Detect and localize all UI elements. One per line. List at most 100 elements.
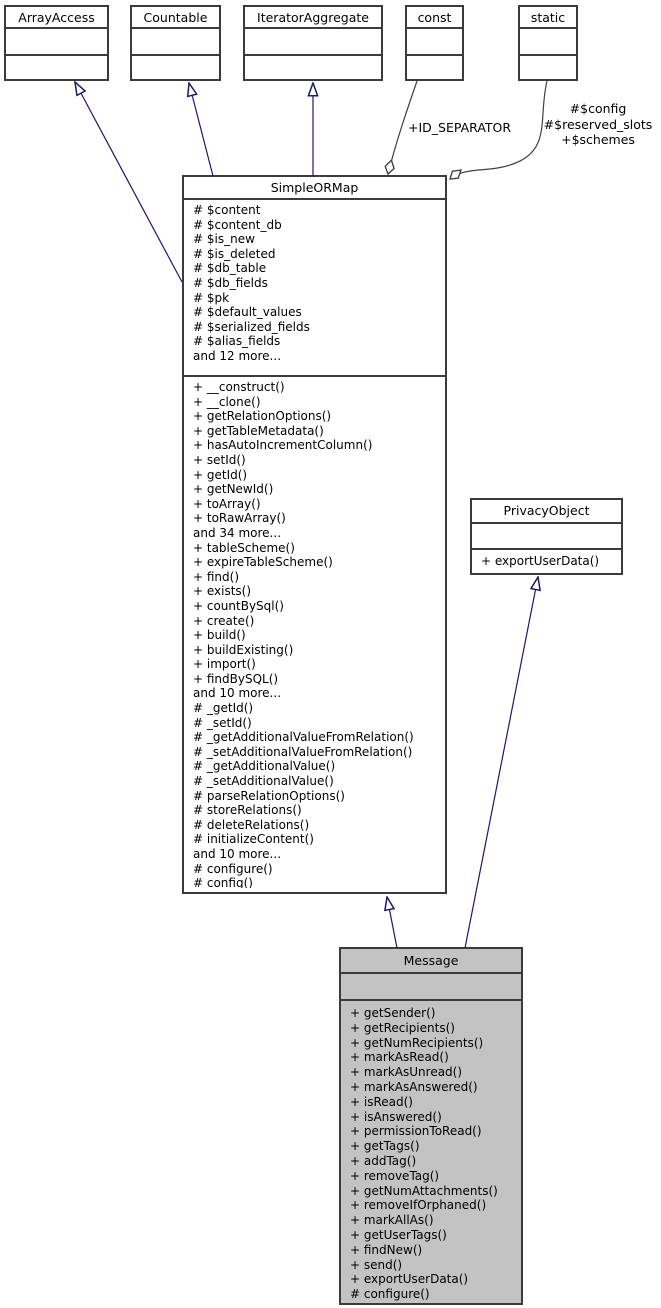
methods-compartment <box>520 54 576 79</box>
member-line: # $alias_fields <box>193 334 281 349</box>
methods-compartment: + __construct()+ __clone()+ getRelationO… <box>184 375 445 888</box>
attributes-compartment <box>520 27 576 54</box>
member-line: + findBySQL() <box>193 671 279 686</box>
member-line: + build() <box>193 628 246 643</box>
member-line: # configure() <box>350 1287 430 1301</box>
class-title: Countable <box>143 10 208 25</box>
member-line: + getTags() <box>350 1139 420 1154</box>
member-line: + getSender() <box>350 1006 436 1020</box>
member-line: + getRelationOptions() <box>193 409 332 424</box>
member-line: + getRecipients() <box>350 1020 455 1035</box>
member-line: + getTableMetadata() <box>193 423 324 438</box>
attributes-compartment: # $content# $content_db# $is_new# $is_de… <box>184 198 445 375</box>
member-line: + hasAutoIncrementColumn() <box>193 438 373 453</box>
member-line: # $serialized_fields <box>193 319 310 334</box>
edge-label-id-separator: +ID_SEPARATOR <box>408 120 512 135</box>
edge-label-static-members: #$config #$reserved_slots +$schemes <box>543 101 653 147</box>
member-line: + toArray() <box>193 496 261 511</box>
class-title: const <box>417 10 452 25</box>
member-line: + countBySql() <box>193 598 284 613</box>
member-line: and 10 more... <box>193 686 282 701</box>
member-line: + buildExisting() <box>193 642 294 657</box>
member-line: # _setId() <box>193 715 252 730</box>
attributes-compartment <box>472 522 621 548</box>
member-line: + markAsAnswered() <box>350 1079 478 1094</box>
member-line: + exportUserData() <box>350 1272 469 1287</box>
edge-simpleormap-to-arrayaccess <box>75 82 183 283</box>
member-line: + findNew() <box>350 1242 423 1257</box>
class-box-arrayaccess[interactable]: ArrayAccess <box>4 5 109 81</box>
class-title: SimpleORMap <box>270 180 359 195</box>
attributes-compartment <box>407 27 462 54</box>
methods-compartment: + getSender()+ getRecipients()+ getNumRe… <box>341 999 521 1301</box>
member-line: + getNewId() <box>193 482 274 497</box>
member-line: + permissionToRead() <box>350 1124 482 1139</box>
member-line: + removeIfOrphaned() <box>350 1198 487 1213</box>
member-line: + getNumAttachments() <box>350 1183 498 1198</box>
member-line: + expireTableScheme() <box>193 555 333 570</box>
member-line: # _getAdditionalValueFromRelation() <box>193 730 414 745</box>
member-line: + getId() <box>193 467 248 482</box>
member-line: # parseRelationOptions() <box>193 788 345 803</box>
attributes-compartment <box>132 27 219 54</box>
member-line: + getUserTags() <box>350 1227 447 1242</box>
member-line: # _setAdditionalValue() <box>193 774 334 789</box>
methods-compartment <box>6 54 107 79</box>
member-line: and 12 more... <box>193 348 282 363</box>
member-line: + isAnswered() <box>350 1109 442 1124</box>
edge-message-to-simpleormap <box>387 897 398 949</box>
member-line: + tableScheme() <box>193 540 295 555</box>
member-line: + find() <box>193 569 240 584</box>
member-line: + __clone() <box>193 394 261 409</box>
class-box-message[interactable]: Message + getSender()+ getRecipients()+ … <box>339 947 523 1305</box>
member-line: + isRead() <box>350 1094 413 1109</box>
member-line: # _setAdditionalValueFromRelation() <box>193 744 413 759</box>
class-box-simpleormap[interactable]: SimpleORMap # $content# $content_db# $is… <box>182 175 447 894</box>
member-line: # config() <box>193 876 253 888</box>
member-line: # $db_fields <box>193 275 268 290</box>
member-line: + removeTag() <box>350 1168 440 1183</box>
member-line: # _getAdditionalValue() <box>193 759 336 774</box>
methods-compartment: + exportUserData() <box>472 548 621 573</box>
member-line: # $is_deleted <box>193 246 276 261</box>
attributes-compartment <box>6 27 107 54</box>
member-line: + __construct() <box>193 380 285 394</box>
methods-compartment <box>245 54 381 79</box>
class-box-privacyobject[interactable]: PrivacyObject + exportUserData() <box>470 498 623 575</box>
class-title: ArrayAccess <box>18 10 95 25</box>
edge-message-to-privacyobject <box>464 577 538 949</box>
member-line: + toRawArray() <box>193 511 286 526</box>
class-box-countable[interactable]: Countable <box>130 5 221 81</box>
member-line: and 34 more... <box>193 525 282 540</box>
member-line: # deleteRelations() <box>193 817 310 832</box>
attributes-compartment <box>341 972 521 999</box>
member-line: # $db_table <box>193 261 267 276</box>
member-line: # $content <box>193 203 261 217</box>
member-line: # $content_db <box>193 217 282 232</box>
class-title: IteratorAggregate <box>257 10 369 25</box>
class-box-const[interactable]: const <box>405 5 464 81</box>
member-line: + markAllAs() <box>350 1213 434 1228</box>
member-line: # initializeContent() <box>193 832 314 847</box>
member-line: + setId() <box>193 452 246 467</box>
member-line: + exportUserData() <box>481 554 600 568</box>
member-line: + getNumRecipients() <box>350 1035 484 1050</box>
edge-simpleormap-to-countable <box>189 83 214 177</box>
methods-compartment <box>132 54 219 79</box>
member-line: + markAsRead() <box>350 1050 449 1065</box>
class-title: PrivacyObject <box>503 503 590 518</box>
member-line: # configure() <box>193 861 273 876</box>
methods-compartment <box>407 54 462 79</box>
member-line: + create() <box>193 613 255 628</box>
member-line: # $pk <box>193 290 230 305</box>
class-box-static[interactable]: static <box>518 5 578 81</box>
member-line: # $is_new <box>193 232 255 247</box>
member-line: # $default_values <box>193 305 302 320</box>
member-line: + import() <box>193 657 256 672</box>
member-line: + addTag() <box>350 1153 417 1168</box>
member-line: and 10 more... <box>193 847 282 861</box>
class-title: static <box>530 10 566 25</box>
class-title: Message <box>403 953 459 968</box>
class-box-iteratoraggregate[interactable]: IteratorAggregate <box>243 5 383 81</box>
